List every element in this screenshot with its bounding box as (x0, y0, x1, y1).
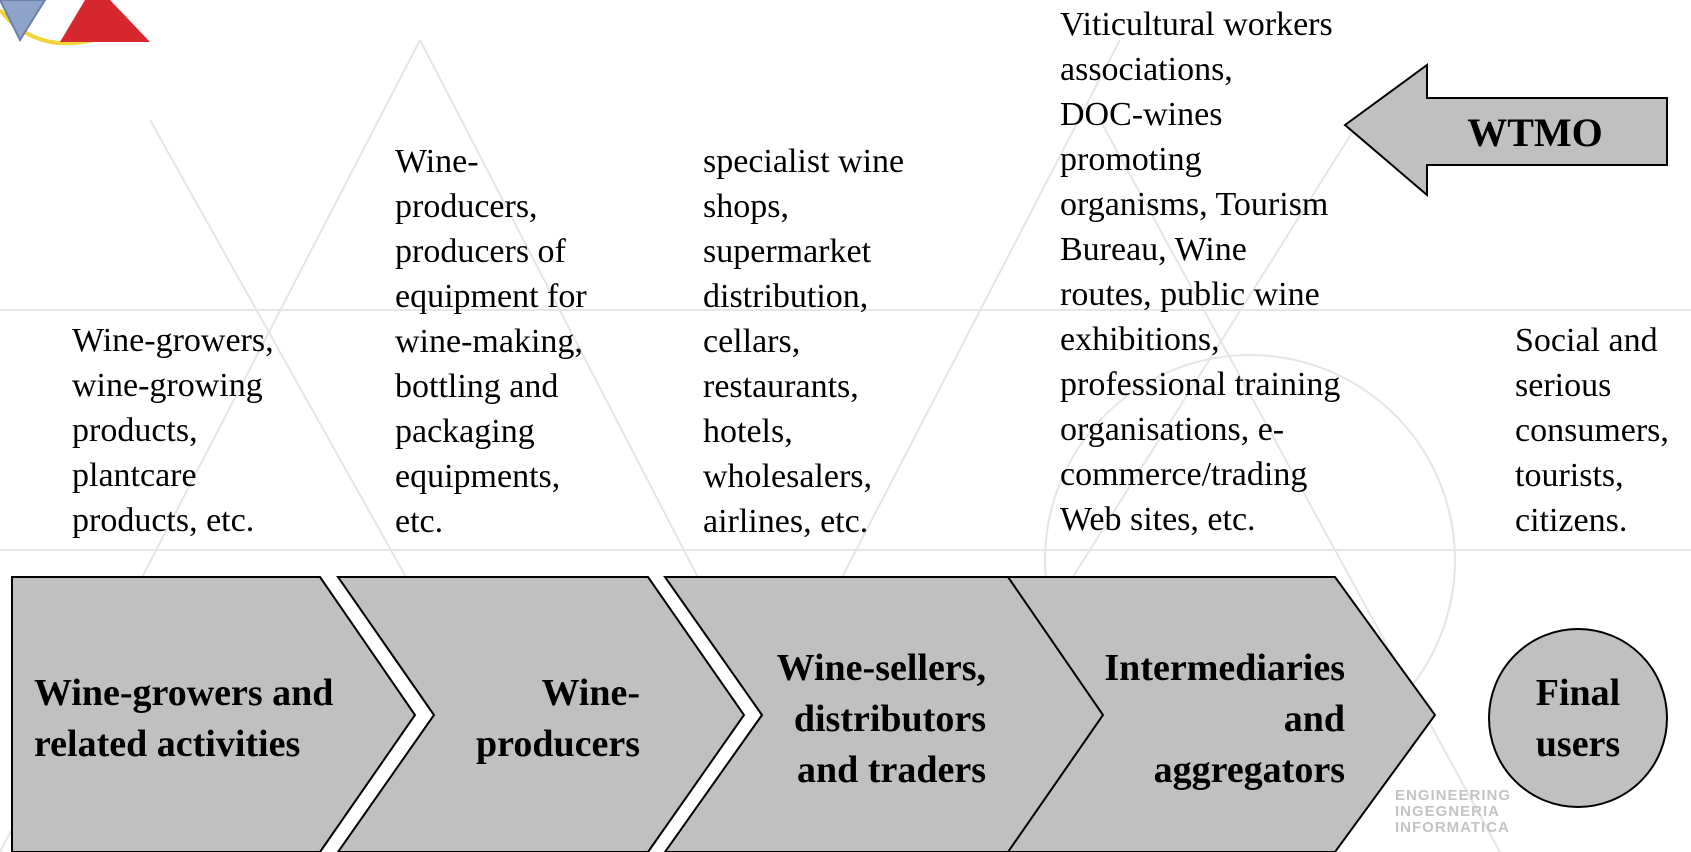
final-users-circle (1488, 628, 1668, 808)
stage-description-wine-sellers: specialist wine shops, supermarket distr… (703, 143, 905, 540)
chevron-wine-producers (336, 576, 746, 852)
stage-description-final-users: Social and serious consumers, tourists, … (1515, 322, 1669, 539)
stage-title-wine-sellers: Wine-sellers, distributors and traders (776, 647, 986, 791)
stage-title-intermediaries: Intermediaries and aggregators (1104, 647, 1345, 791)
wtmo-label: WTMO (1467, 110, 1603, 155)
chevron-wine-growers (11, 576, 417, 852)
stage-description-wine-growers: Wine-growers, wine-growing products, pla… (72, 322, 274, 539)
watermark: ENGINEERING INGEGNERIA INFORMATICA (1395, 787, 1512, 836)
stage-title-wine-growers: Wine-growers and related activities (34, 672, 334, 765)
stage-description-intermediaries: Viticultural workers associations, DOC-w… (1060, 6, 1341, 538)
logo (0, 0, 150, 46)
wtmo-arrow (1343, 63, 1668, 198)
logo-blue-shape (0, 0, 47, 43)
stage-description-wine-producers: Wine- producers, producers of equipment … (395, 143, 587, 540)
logo-red-shape (60, 0, 150, 42)
stage-title-final-users: Final users (1535, 672, 1621, 765)
stage-title-wine-producers: Wine- producers (476, 672, 640, 765)
chevron-intermediaries (1006, 576, 1437, 852)
